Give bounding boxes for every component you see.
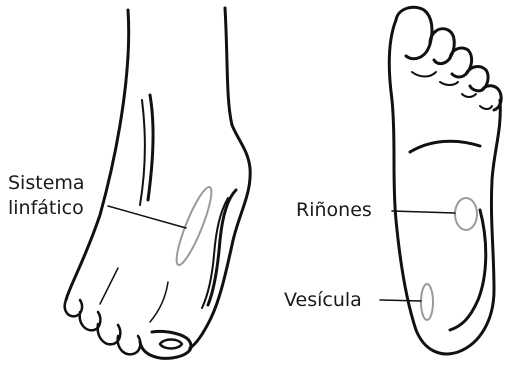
lymphatic-leader-line — [108, 206, 186, 228]
foot-top-outline-right — [190, 8, 250, 348]
foot-sole-arch-line — [450, 210, 486, 330]
kidney-zone — [455, 198, 477, 230]
foot-top-outline-left — [66, 10, 129, 300]
label-rinones: Riñones — [296, 199, 372, 221]
foot-sole-view — [380, 7, 501, 354]
label-sistema-linfatico-line1: Sistema — [8, 172, 85, 194]
kidney-leader-line — [392, 211, 455, 213]
foot-top-big-toe — [140, 331, 191, 358]
gallbladder-leader-line — [380, 300, 421, 301]
label-vesicula: Vesícula — [284, 289, 362, 311]
foot-top-tendon-1 — [100, 268, 118, 304]
foot-sole-toe-crease-3 — [462, 94, 476, 97]
foot-top-tendon-2 — [150, 282, 168, 322]
foot-top-big-toe-nail — [160, 340, 182, 349]
foot-sole-ball-crease — [410, 141, 480, 152]
foot-top-toe-2 — [118, 336, 141, 354]
label-sistema-linfatico-line2: linfático — [8, 197, 84, 219]
foot-top-view — [65, 8, 250, 358]
foot-sole-toe-crease-1 — [412, 72, 436, 77]
gallbladder-zone — [421, 284, 433, 320]
foot-sole-toe-crease-2 — [440, 82, 458, 85]
foot-top-instep-line-2 — [140, 100, 145, 205]
foot-top-instep-line — [148, 95, 153, 200]
foot-sole-big-toe — [396, 7, 432, 58]
foot-sole-toe-crease-4 — [480, 106, 492, 109]
foot-sole-outline — [389, 20, 500, 354]
